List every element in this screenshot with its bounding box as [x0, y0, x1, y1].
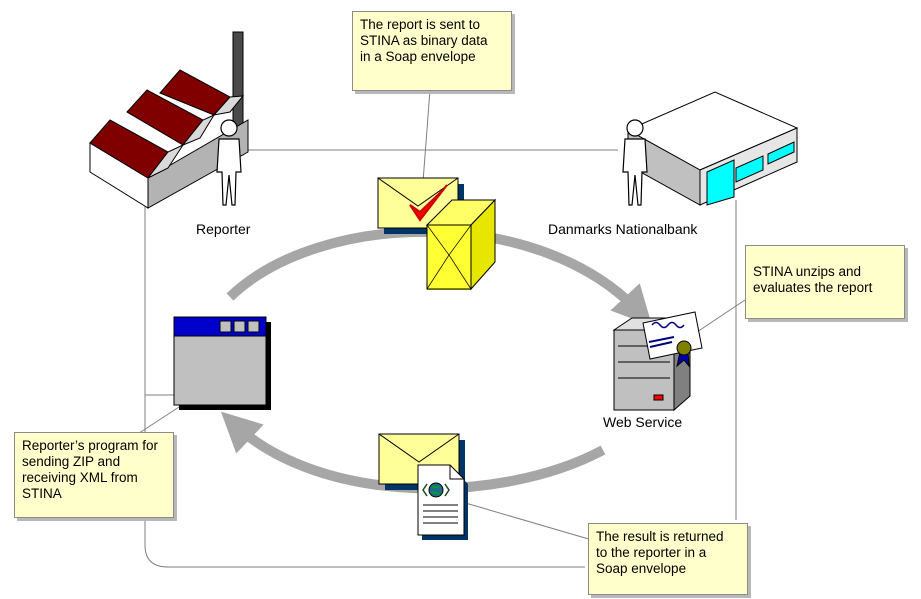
note-report-sent: The report is sent to STINA as binary da… [352, 11, 512, 91]
checkmark-icon [409, 184, 448, 222]
note-line: in a Soap envelope [360, 49, 476, 64]
person-icon [622, 119, 648, 206]
xml-document-icon [417, 464, 468, 540]
note-line: evaluates the report [753, 280, 873, 295]
web-service-label: Web Service [603, 414, 683, 430]
package-icon [425, 198, 497, 291]
note-line: STINA as binary data [360, 33, 488, 48]
note-stina-unzips: STINA unzips and evaluates the report [745, 245, 905, 319]
note-line: The result is returned [596, 529, 724, 544]
note-line: receiving XML from [22, 470, 138, 485]
note-line: STINA unzips and [753, 264, 862, 279]
person-icon [216, 119, 242, 206]
certificate-icon [642, 311, 703, 368]
mainframe-icon [626, 91, 799, 206]
note-line: Reporter’s program for [22, 438, 159, 453]
note-line: sending ZIP and [22, 454, 121, 469]
note-line: The report is sent to [360, 17, 481, 32]
note-line: to the reporter in a [596, 545, 707, 560]
application-window-icon [173, 316, 271, 410]
note-reporter-program: Reporter’s program for sending ZIP and r… [14, 432, 174, 518]
connector-lines [129, 89, 746, 568]
note-line: Soap envelope [596, 561, 687, 576]
note-line: STINA [22, 486, 62, 501]
bank-label: Danmarks Nationalbank [548, 221, 698, 237]
reporter-label: Reporter [196, 221, 251, 237]
note-result-returned: The result is returned to the reporter i… [588, 523, 748, 595]
